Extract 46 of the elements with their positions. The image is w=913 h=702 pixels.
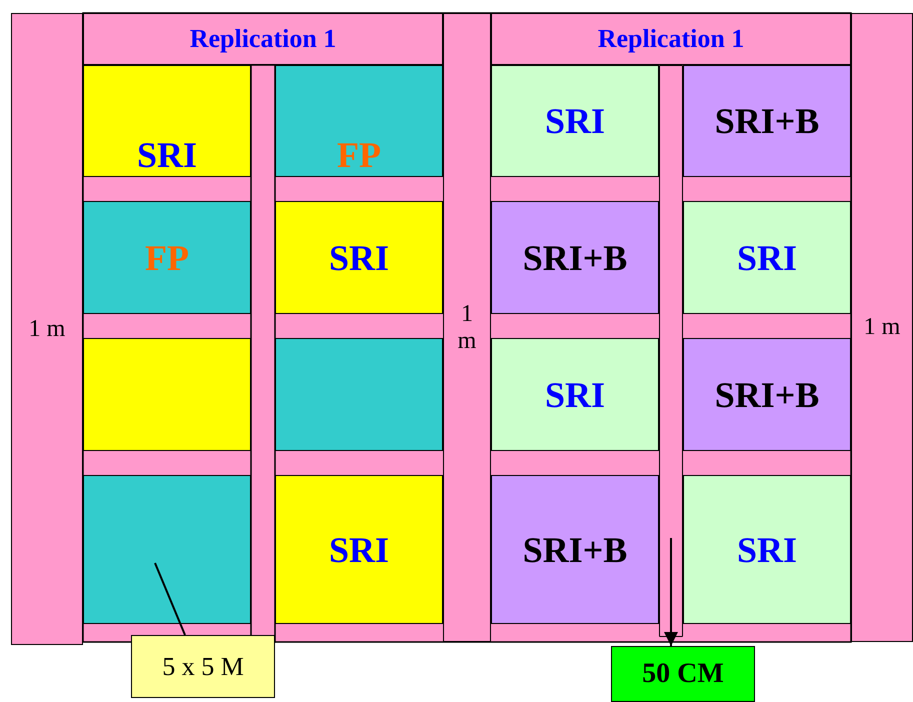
width-label bbox=[611, 646, 755, 702]
plot bbox=[83, 201, 251, 314]
plot bbox=[275, 338, 443, 451]
replication-title: Replication 1 bbox=[598, 24, 744, 54]
size-label bbox=[131, 635, 275, 698]
treatment-label: FP bbox=[337, 134, 381, 176]
arrow bbox=[664, 538, 678, 646]
plot bbox=[491, 65, 659, 177]
plot bbox=[683, 65, 851, 177]
plot bbox=[83, 338, 251, 451]
plot bbox=[683, 338, 851, 451]
plot bbox=[83, 475, 251, 624]
dimension-label: 50 CM bbox=[642, 658, 724, 690]
pathway-strip bbox=[659, 65, 683, 637]
plot bbox=[683, 201, 851, 314]
treatment-label: SRI+B bbox=[522, 236, 628, 278]
dimension-label: 5 x 5 M bbox=[162, 652, 244, 682]
width-label: 1 m bbox=[864, 314, 900, 341]
plot bbox=[275, 65, 443, 177]
plot bbox=[491, 201, 659, 314]
plot bbox=[491, 338, 659, 451]
treatment-label: SRI bbox=[736, 528, 798, 570]
width-band bbox=[851, 13, 913, 642]
replication-header bbox=[83, 13, 443, 65]
plot bbox=[275, 201, 443, 314]
plot bbox=[275, 475, 443, 624]
treatment-label: SRI bbox=[328, 236, 390, 278]
width-band bbox=[11, 13, 83, 645]
treatment-label: SRI bbox=[544, 100, 606, 142]
width-label: 1 m bbox=[28, 316, 66, 342]
plot bbox=[83, 65, 251, 177]
treatment-label: SRI+B bbox=[714, 374, 820, 416]
treatment-label: SRI bbox=[544, 374, 606, 416]
treatment-label: FP bbox=[145, 236, 189, 278]
replication-header bbox=[491, 13, 851, 65]
width-label: 1 m bbox=[457, 300, 477, 354]
treatment-label: SRI bbox=[736, 236, 798, 278]
replication-title: Replication 1 bbox=[190, 24, 336, 54]
plot bbox=[491, 475, 659, 624]
treatment-label: SRI bbox=[328, 528, 390, 570]
treatment-label: SRI bbox=[136, 134, 198, 176]
leader-line bbox=[154, 562, 186, 636]
width-band bbox=[443, 13, 491, 642]
treatment-label: SRI+B bbox=[714, 100, 820, 142]
treatment-label: SRI+B bbox=[522, 528, 628, 570]
plot bbox=[683, 475, 851, 624]
